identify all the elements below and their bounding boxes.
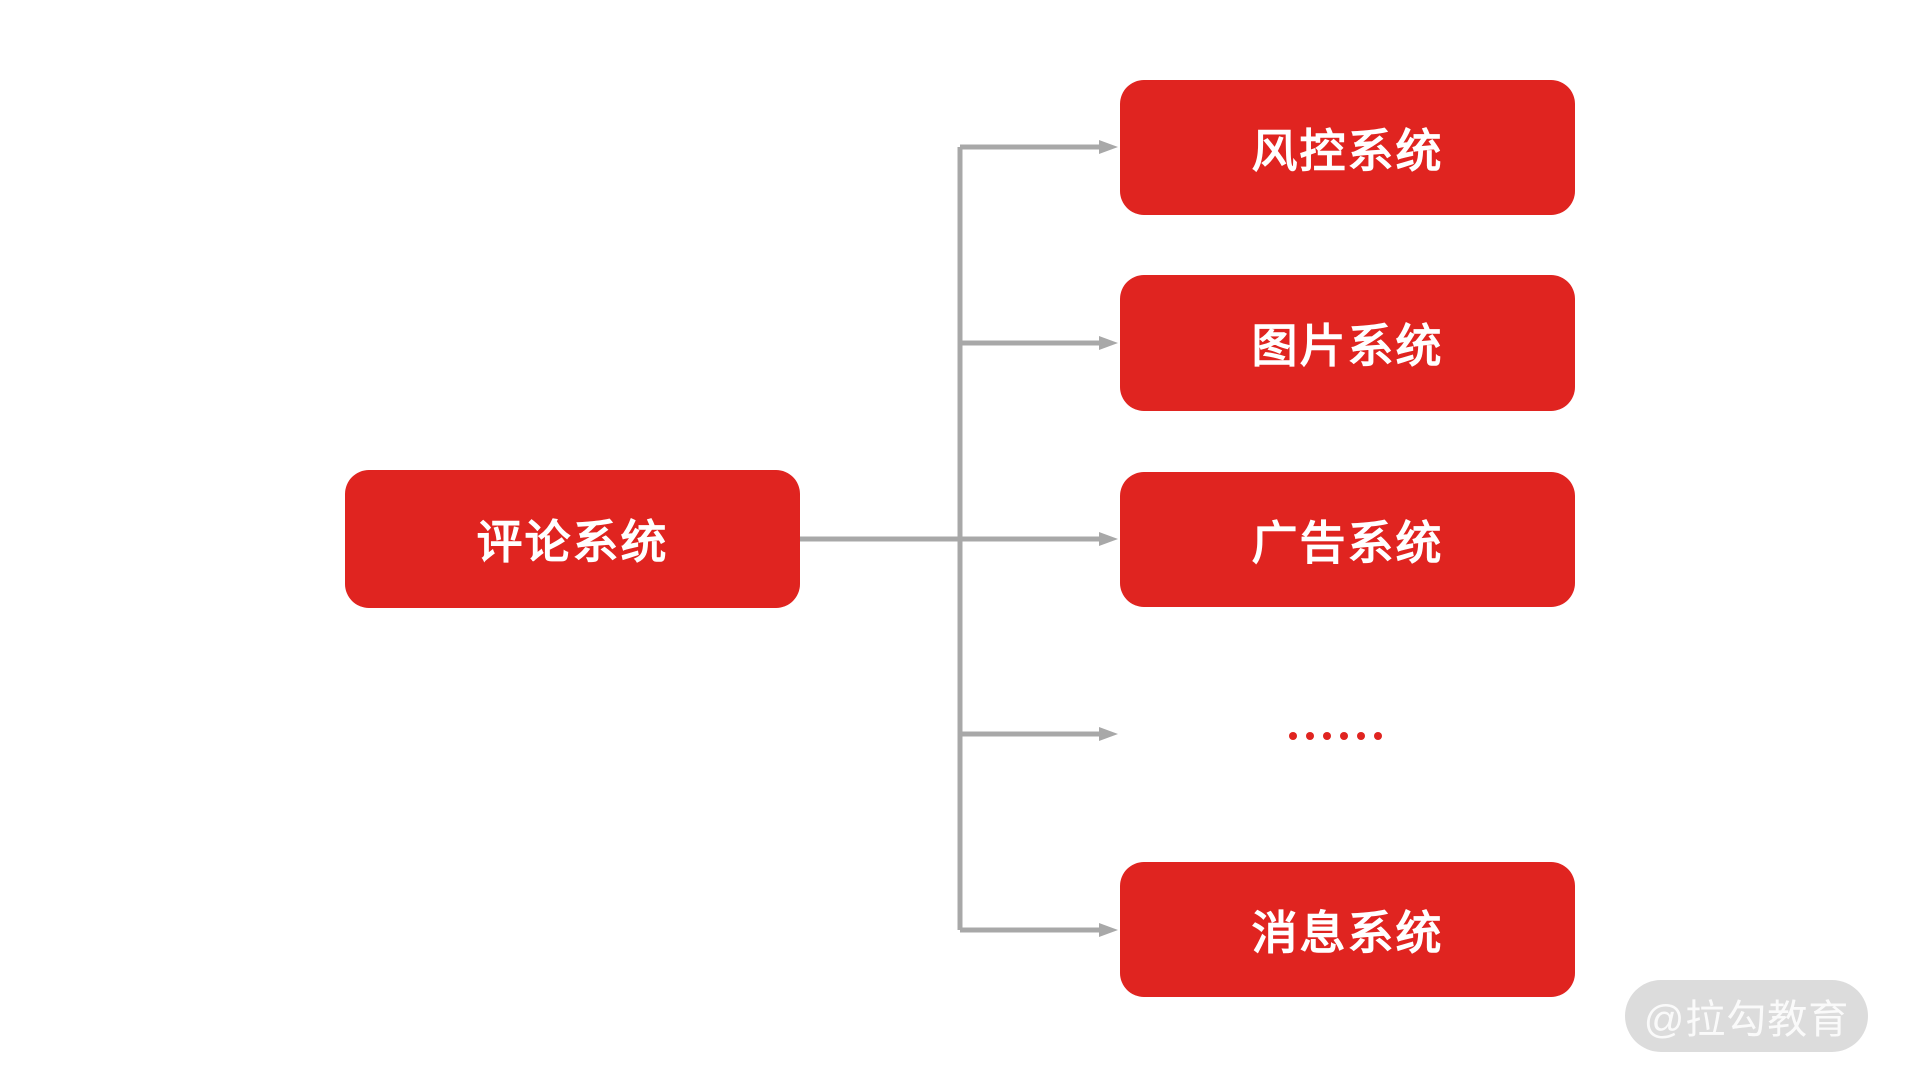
ellipsis-dot [1374,731,1382,740]
ellipsis-dot [1289,731,1297,740]
ellipsis-dot [1323,731,1331,740]
node-risk-control-system-label: 风控系统 [1251,124,1444,177]
node-comment-system-label: 评论系统 [476,516,669,568]
ellipsis-dot [1357,731,1365,740]
node-risk-control-system: 风控系统 [1120,80,1575,215]
watermark-badge: @拉勾教育 [1625,980,1868,1052]
node-image-system: 图片系统 [1120,275,1575,411]
node-ad-system: 广告系统 [1120,472,1575,607]
watermark-label: @拉勾教育 [1643,998,1850,1042]
node-comment-system: 评论系统 [345,470,800,608]
node-image-system-label: 图片系统 [1251,320,1444,372]
ellipsis-dot [1340,731,1348,740]
node-message-system: 消息系统 [1120,862,1575,997]
ellipsis-node [1289,731,1382,740]
node-ad-system-label: 广告系统 [1251,516,1444,569]
node-message-system-label: 消息系统 [1251,906,1444,959]
ellipsis-dot [1306,731,1314,740]
